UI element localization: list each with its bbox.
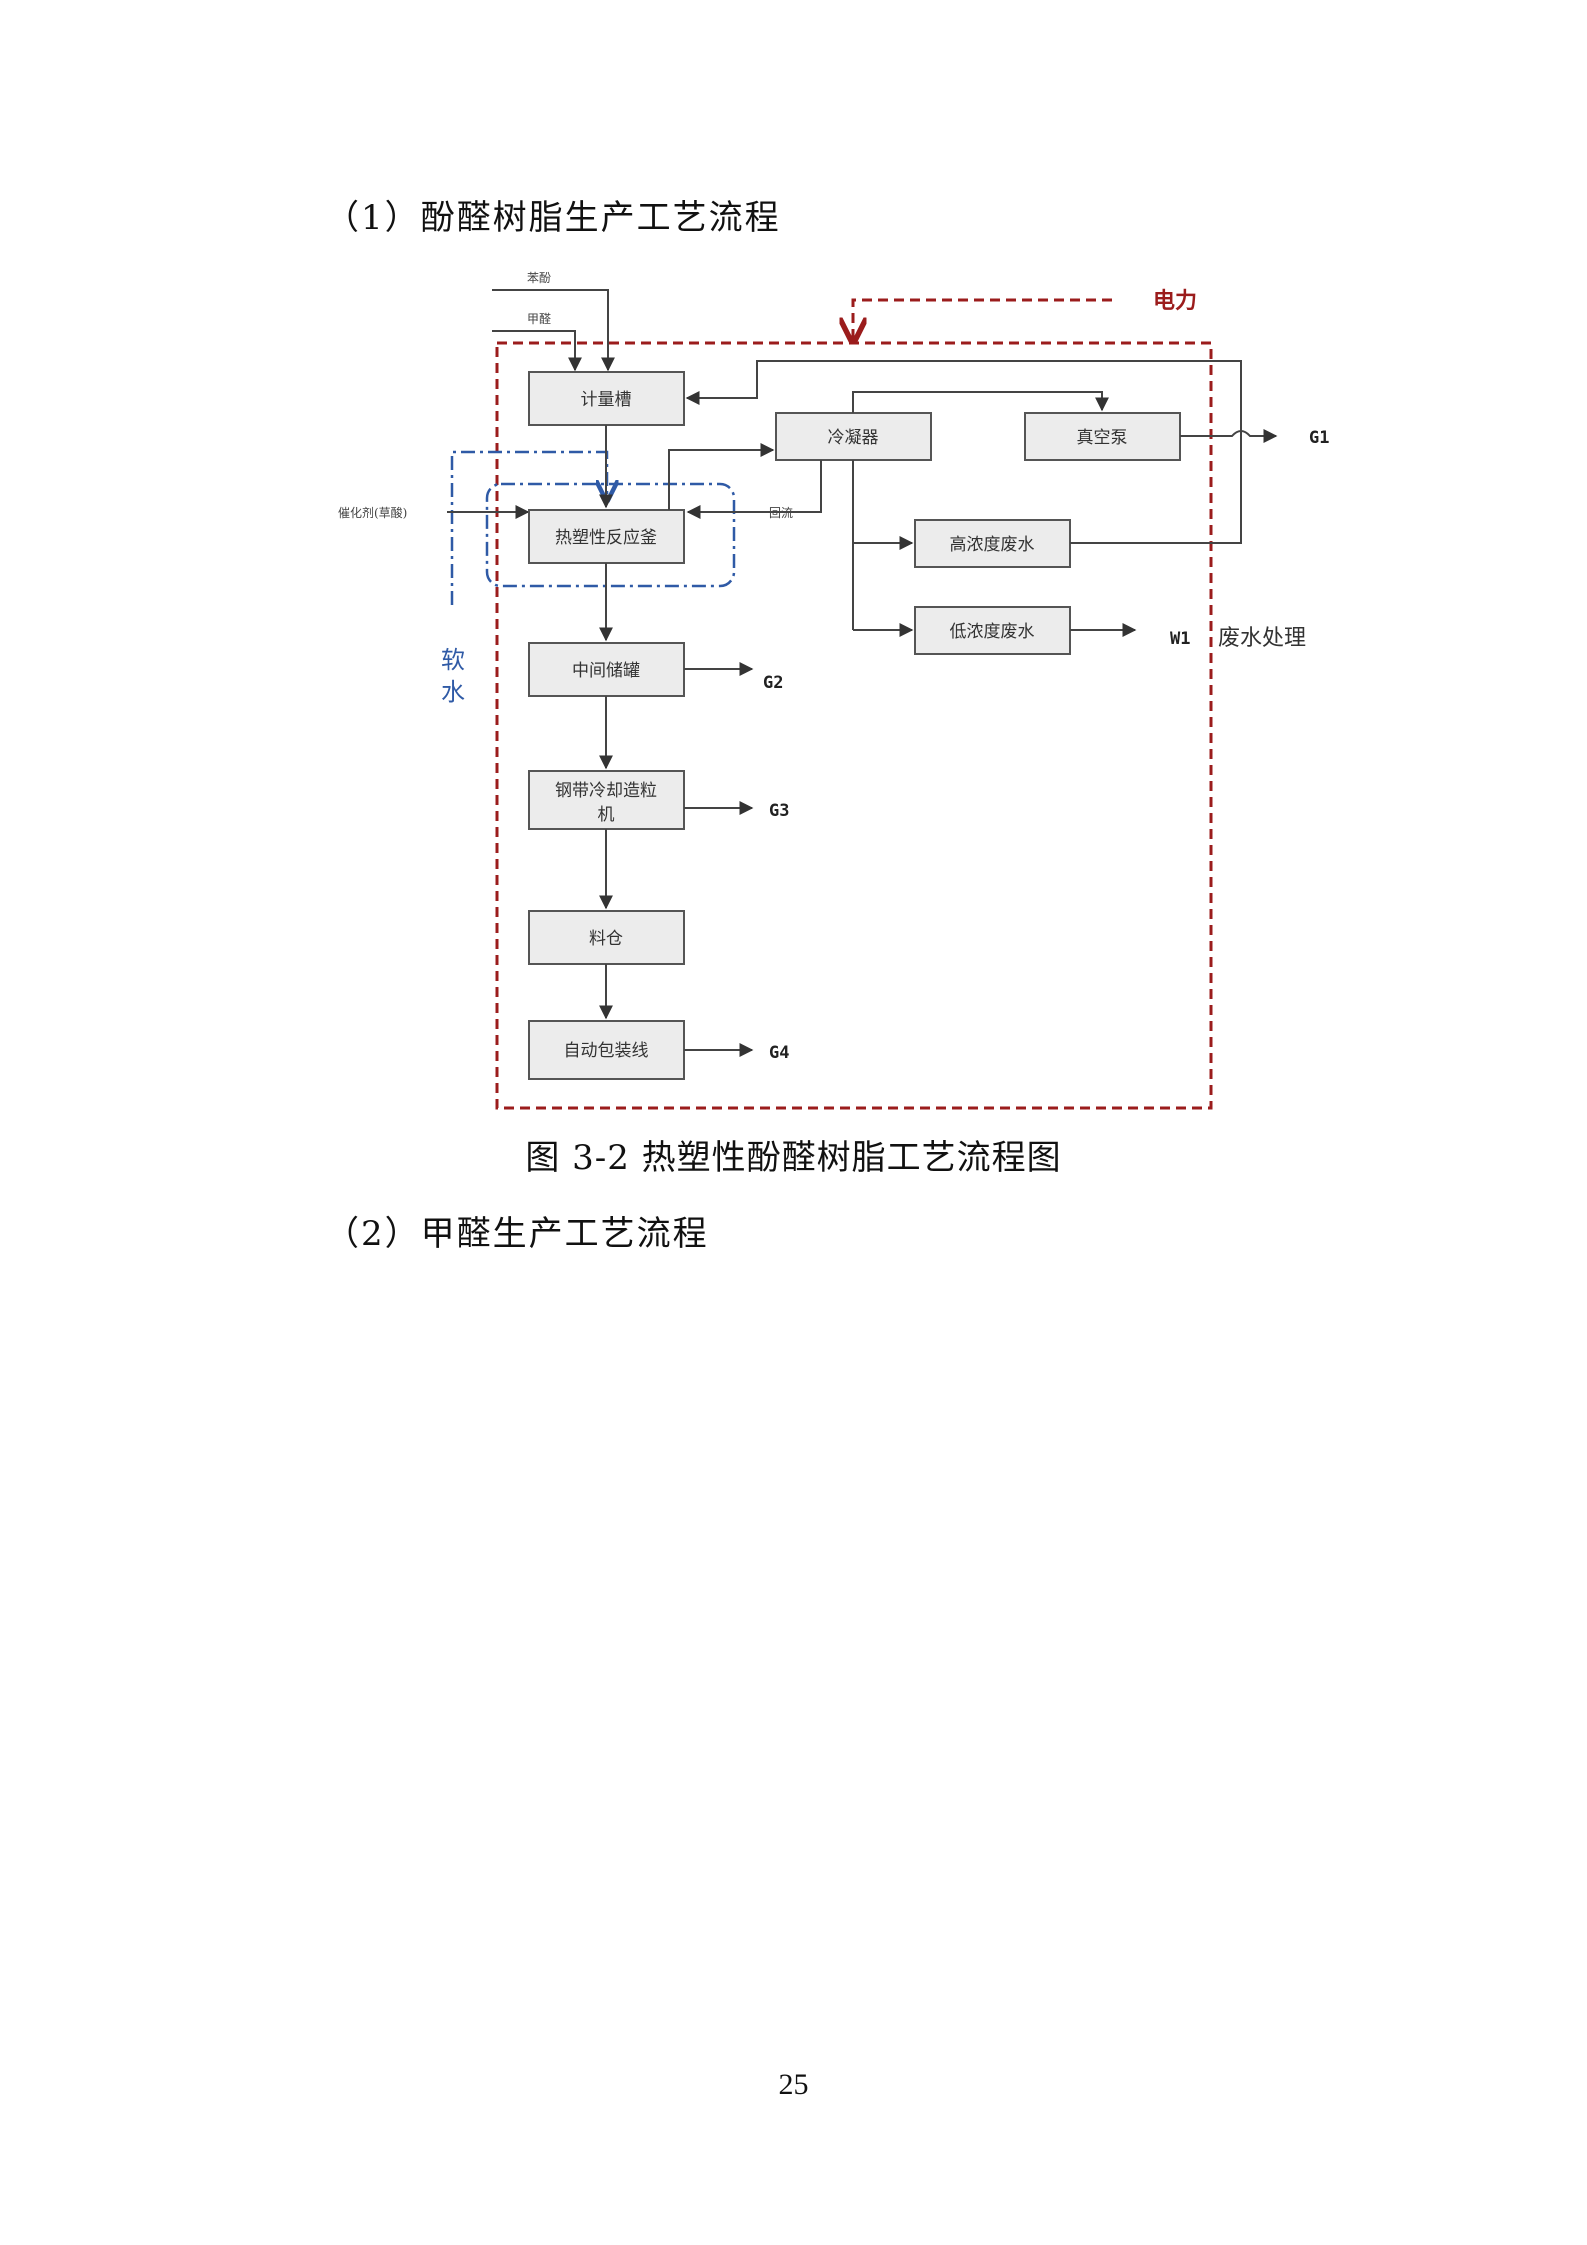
process-flow-diagram: 电力 软 水 软水 苯酚 甲醛 催化剂(草酸) 计量槽 热塑性反应釜 冷凝器 真… <box>0 0 1329 1110</box>
svg-text:自动包装线: 自动包装线 <box>564 1041 649 1061</box>
g1-label: G1 <box>1309 428 1329 448</box>
phenol-line <box>492 289 615 372</box>
formaldehyde-line <box>492 330 582 372</box>
figure-caption: 图 3-2 热塑性酚醛树脂工艺流程图 <box>525 1138 1062 1178</box>
reflux-arrow <box>686 460 822 519</box>
g3-label: G3 <box>769 801 789 821</box>
intermediate-tank-box: 中间储罐 <box>528 642 685 697</box>
soft-water-label: 软水 <box>0 0 2 1</box>
electricity-arrow <box>853 298 1112 342</box>
svg-text:计量槽: 计量槽 <box>581 390 632 410</box>
g2-label: G2 <box>763 673 783 693</box>
vacuum-pump-box: 真空泵 <box>1024 412 1181 461</box>
g1-arrow <box>1180 429 1278 443</box>
soft-water-label-char1: 软 <box>441 646 465 674</box>
reactor-soft-water-zone <box>485 482 736 588</box>
page-number: 25 <box>778 2068 809 2101</box>
soft-water-boundary <box>450 450 600 605</box>
wastewater-treatment-label: 废水处理 <box>1218 626 1306 651</box>
electricity-label: 电力 <box>1153 289 1197 314</box>
condenser-to-pump-arrow <box>852 391 1109 413</box>
low-concentration-wastewater-box: 低浓度废水 <box>914 606 1071 655</box>
svg-text:高浓度废水: 高浓度废水 <box>950 535 1035 555</box>
svg-text:低浓度废水: 低浓度废水 <box>950 622 1035 642</box>
reactor-to-condenser-arrow <box>668 443 775 510</box>
svg-text:钢带冷却造粒: 钢带冷却造粒 <box>555 781 657 801</box>
svg-text:中间储罐: 中间储罐 <box>572 661 640 681</box>
catalyst-label: 催化剂(草酸) <box>338 505 407 520</box>
section-2-heading: （2）甲醛生产工艺流程 <box>325 1214 709 1254</box>
high-conc-recycle-line <box>685 360 1242 544</box>
svg-text:机: 机 <box>598 805 615 825</box>
svg-text:真空泵: 真空泵 <box>1077 428 1128 448</box>
reflux-label: 回流 <box>769 506 793 520</box>
condenser-box: 冷凝器 <box>775 412 932 461</box>
g4-label: G4 <box>769 1043 789 1063</box>
metering-tank-box: 计量槽 <box>528 371 685 426</box>
svg-text:热塑性反应釜: 热塑性反应釜 <box>555 528 657 548</box>
svg-text:料仓: 料仓 <box>589 929 623 949</box>
soft-water-label-char2: 水 <box>441 678 465 706</box>
cooling-granulator-box: 钢带冷却造粒 机 <box>528 770 685 830</box>
phenol-label: 苯酚 <box>527 271 551 285</box>
svg-text:冷凝器: 冷凝器 <box>828 428 879 448</box>
section-1-heading: （1）酚醛树脂生产工艺流程 <box>325 198 781 238</box>
packaging-line-box: 自动包装线 <box>528 1020 685 1080</box>
silo-box: 料仓 <box>528 910 685 965</box>
high-concentration-wastewater-box: 高浓度废水 <box>914 519 1071 568</box>
reactor-box: 热塑性反应釜 <box>528 509 685 564</box>
w1-label: W1 <box>1170 629 1190 649</box>
formaldehyde-label: 甲醛 <box>527 311 551 326</box>
